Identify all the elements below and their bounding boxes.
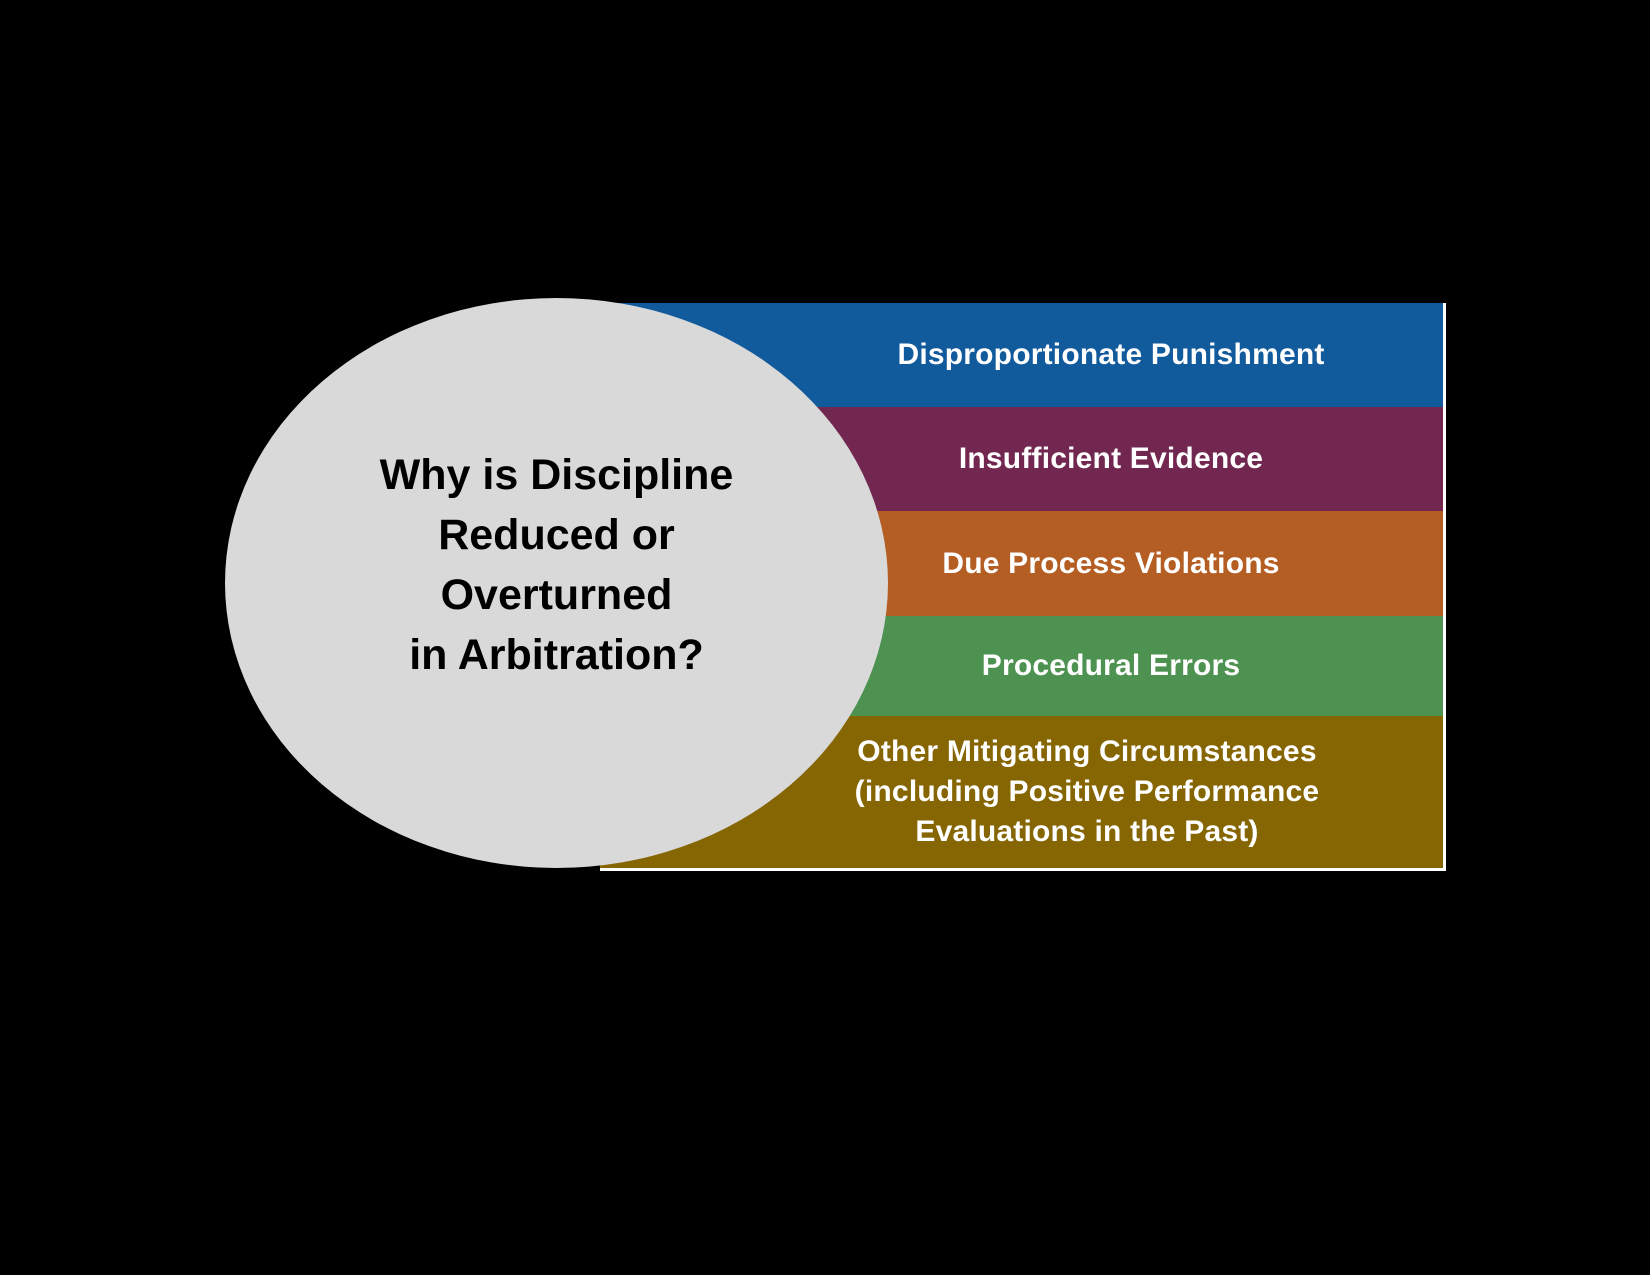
bar-label-other-mitigating-circumstances: Other Mitigating Circumstances (includin… (854, 735, 1320, 848)
bar-label-due-process-violations: Due Process Violations (942, 546, 1280, 580)
question-title: Why is Discipline Reduced or Overturned … (379, 451, 734, 679)
bar-label-procedural-errors: Procedural Errors (981, 649, 1241, 682)
bar-label-insufficient-evidence: Insufficient Evidence (958, 442, 1264, 475)
bar-label-disproportionate-punishment: Disproportionate Punishment (897, 338, 1325, 371)
question-ellipse: Why is Discipline Reduced or Overturned … (225, 298, 888, 868)
